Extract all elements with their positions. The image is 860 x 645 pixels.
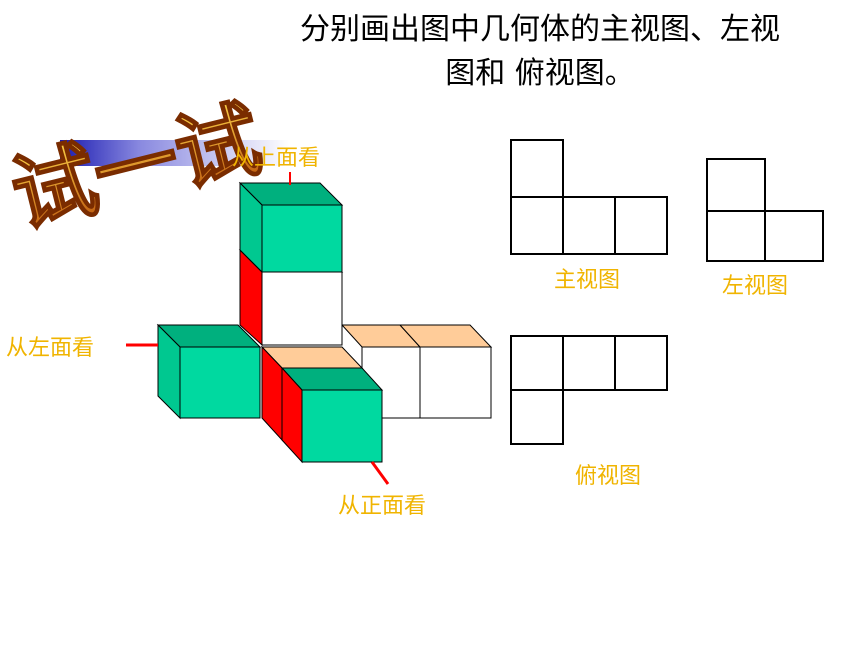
instruction-title: 分别画出图中几何体的主视图、左视 图和 俯视图。: [230, 8, 850, 96]
front-view-drawing: [510, 139, 668, 255]
left-view-label: 左视图: [722, 274, 789, 299]
cube-back-right-front: [419, 346, 492, 419]
front-view-label: 主视图: [554, 268, 621, 293]
logo-bar: [60, 140, 290, 166]
instruction-line-2: 图和 俯视图。: [445, 56, 635, 91]
top-view-drawing: [510, 335, 668, 445]
front-view-pointer: [370, 461, 390, 485]
cube-front-face: [301, 389, 383, 463]
column-top-front: [261, 204, 343, 273]
from-front-label: 从正面看: [338, 494, 427, 519]
try-it-logo: 试一试: [1, 88, 290, 240]
cube-left-front: [179, 346, 261, 419]
from-left-label: 从左面看: [6, 336, 95, 361]
left-view-drawing: [706, 158, 824, 262]
column-lower-front: [261, 271, 343, 346]
instruction-line-1: 分别画出图中几何体的主视图、左视: [300, 12, 780, 47]
top-view-label: 俯视图: [575, 464, 642, 489]
from-top-label: 从上面看: [232, 146, 321, 171]
